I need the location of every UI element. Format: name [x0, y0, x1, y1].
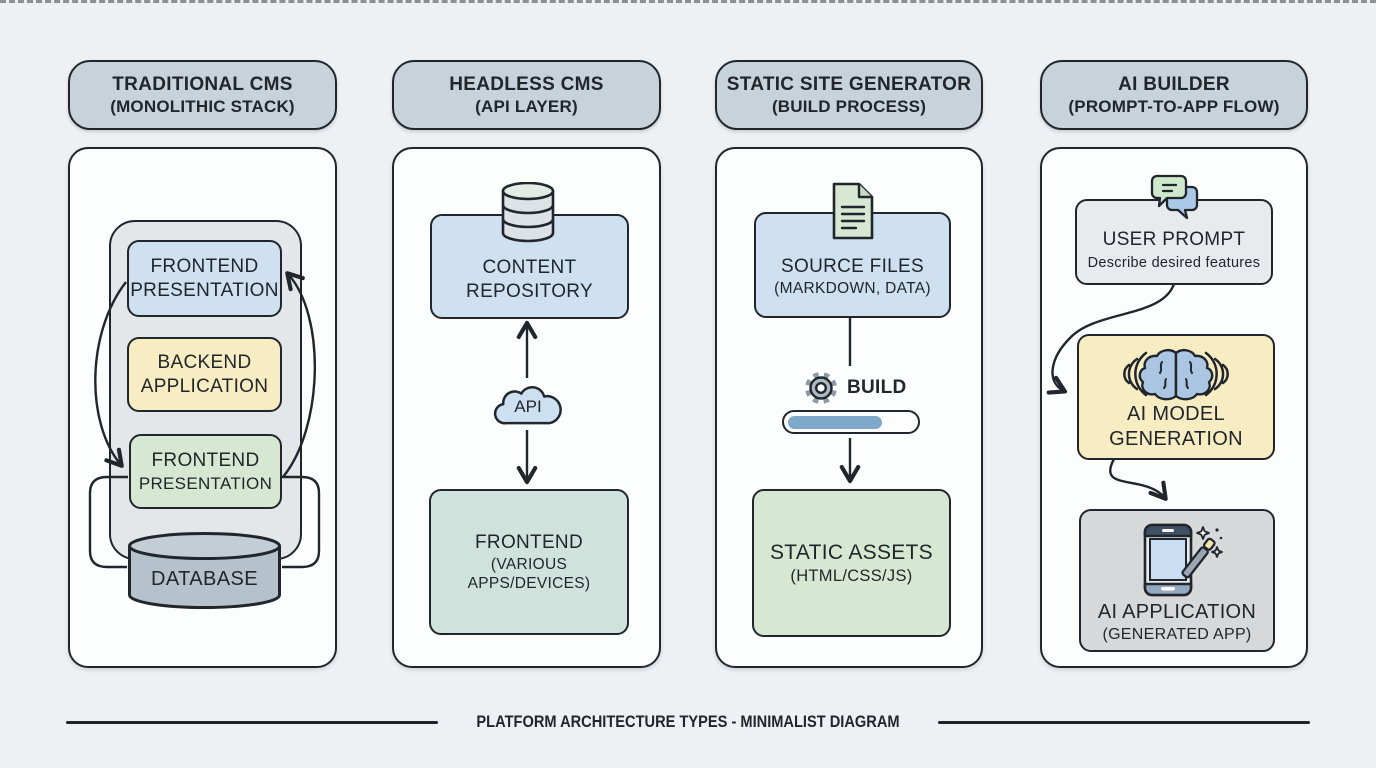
cloud-icon — [493, 385, 562, 425]
label-line1: STATIC ASSETS — [770, 540, 933, 564]
node-backend-application: BACKEND APPLICATION — [127, 337, 282, 412]
header-title: AI BUILDER — [1118, 73, 1230, 95]
node-frontend-devices: FRONTEND (VARIOUS APPS/DEVICES) — [429, 489, 629, 635]
panel-headless-cms: CONTENT REPOSITORY API FRONTEND (VARIOUS… — [392, 147, 661, 668]
node-ai-model: AI MODEL GENERATION — [1077, 334, 1275, 460]
header-headless-cms: HEADLESS CMS (API LAYER) — [392, 60, 661, 130]
header-title: TRADITIONAL CMS — [112, 73, 293, 95]
api-cloud: API — [490, 380, 566, 432]
build-progress-bar — [782, 410, 920, 434]
sparkle-icon — [1211, 545, 1223, 558]
panel-static-site-generator: SOURCE FILES (MARKDOWN, DATA) BUILD STAT… — [715, 147, 983, 668]
label-line2: PRESENTATION — [130, 279, 279, 301]
phone-wand-icon — [1143, 523, 1223, 596]
label-line1: AI APPLICATION — [1097, 600, 1257, 623]
header-subtitle: (PROMPT-TO-APP FLOW) — [1068, 96, 1280, 116]
column-ai-builder: AI BUILDER (PROMPT-TO-APP FLOW) USER PRO… — [1040, 0, 1308, 768]
top-dashed-border — [0, 0, 1376, 3]
header-subtitle: (BUILD PROCESS) — [771, 96, 927, 116]
gear-icon — [805, 372, 837, 404]
label-line1: FRONTEND — [150, 255, 259, 277]
database-cylinder: DATABASE — [127, 532, 282, 610]
build-progress-fill — [788, 415, 882, 429]
sound-wave-right — [1204, 351, 1229, 397]
document-icon — [832, 182, 874, 240]
label-line2: (VARIOUS APPS/DEVICES) — [467, 555, 591, 592]
footer-line-right — [938, 721, 1310, 724]
build-label: BUILD — [847, 377, 907, 398]
label-line1: USER PROMPT — [1102, 228, 1246, 250]
database-label: DATABASE — [151, 568, 258, 590]
database-icon — [128, 532, 281, 609]
label-line2: REPOSITORY — [466, 280, 593, 302]
label-line1: SOURCE FILES — [781, 256, 924, 278]
brain-icon — [1123, 348, 1229, 401]
label-line1: AI MODEL — [1127, 403, 1225, 425]
node-frontend-presentation-bottom: FRONTEND PRESENTATION — [129, 434, 282, 509]
label-line2: APPLICATION — [140, 375, 269, 397]
magic-wand — [1181, 537, 1216, 578]
panel-traditional-cms: FRONTEND PRESENTATION BACKEND APPLICATIO… — [68, 147, 337, 668]
database-stack-icon — [501, 182, 555, 243]
column-headless-cms: HEADLESS CMS (API LAYER) CONTENT REPOSIT… — [392, 0, 661, 768]
label-line1: FRONTEND — [475, 531, 583, 553]
label-line1: BACKEND — [157, 351, 252, 373]
chat-bubbles-icon — [1150, 174, 1199, 220]
label-line1: FRONTEND — [151, 450, 260, 471]
label-line2: GENERATION — [1109, 428, 1243, 450]
column-traditional-cms: TRADITIONAL CMS (MONOLITHIC STACK) FRONT… — [68, 0, 337, 768]
column-static-site-generator: STATIC SITE GENERATOR (BUILD PROCESS) SO… — [715, 0, 983, 768]
header-static-site-generator: STATIC SITE GENERATOR (BUILD PROCESS) — [715, 60, 983, 130]
label-line2: PRESENTATION — [138, 473, 273, 493]
panel-ai-builder: USER PROMPT Describe desired features AI… — [1040, 147, 1308, 668]
header-traditional-cms: TRADITIONAL CMS (MONOLITHIC STACK) — [68, 60, 337, 130]
node-user-prompt: USER PROMPT Describe desired features — [1075, 199, 1273, 285]
label-line1: CONTENT — [482, 256, 577, 278]
header-title: HEADLESS CMS — [449, 73, 604, 95]
header-subtitle: (MONOLITHIC STACK) — [110, 96, 295, 116]
sparkle-icon — [1196, 525, 1210, 540]
label-line2: (MARKDOWN, DATA) — [774, 280, 931, 298]
label-line2: Describe desired features — [1087, 255, 1261, 272]
header-subtitle: (API LAYER) — [475, 96, 578, 116]
node-ai-application: AI APPLICATION (GENERATED APP) — [1079, 509, 1275, 652]
node-static-assets: STATIC ASSETS (HTML/CSS/JS) — [752, 489, 951, 637]
footer-line-left — [66, 721, 438, 724]
build-step: BUILD — [803, 370, 907, 406]
header-ai-builder: AI BUILDER (PROMPT-TO-APP FLOW) — [1040, 60, 1308, 130]
node-frontend-presentation-top: FRONTEND PRESENTATION — [127, 240, 282, 317]
footer-caption: PLATFORM ARCHITECTURE TYPES - MINIMALIST… — [476, 712, 900, 731]
api-label: API — [514, 397, 542, 416]
header-title: STATIC SITE GENERATOR — [726, 73, 972, 95]
label-line2: (GENERATED APP) — [1102, 625, 1252, 643]
label-line2: (HTML/CSS/JS) — [790, 566, 913, 585]
